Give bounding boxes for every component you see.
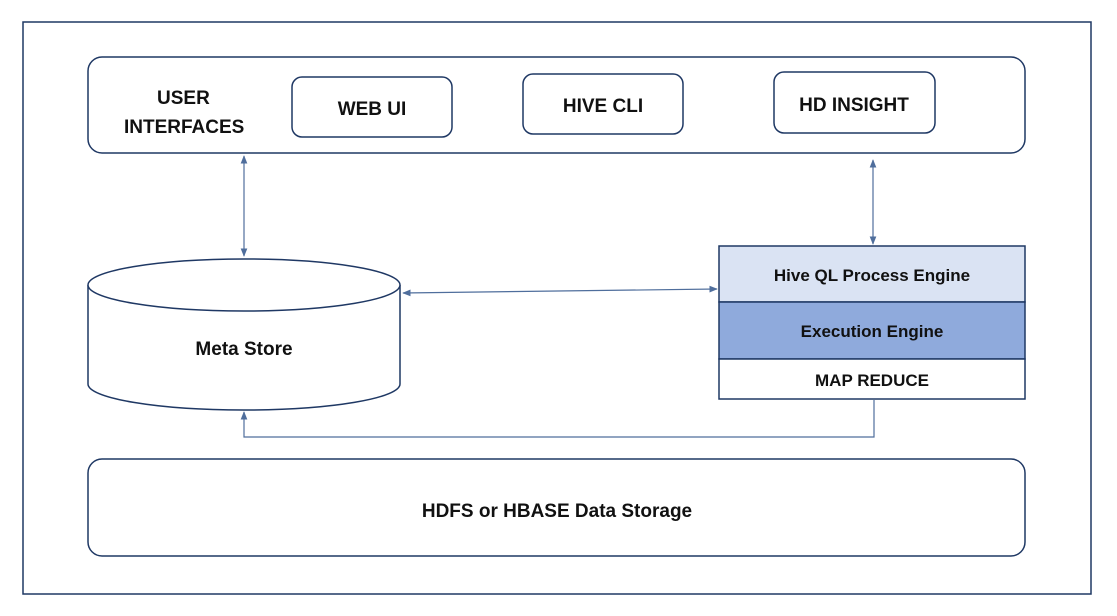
- hive-cli-label: HIVE CLI: [563, 96, 643, 117]
- hd-insight-label: HD INSIGHT: [799, 95, 909, 116]
- execution-engine-layer: [718, 301, 1026, 360]
- execution-engine-label: Execution Engine: [801, 322, 944, 341]
- hd-insight-box: [773, 71, 936, 134]
- mapreduce-metastore-connector: [240, 400, 875, 438]
- meta-store-label: Meta Store: [195, 339, 292, 360]
- user-interfaces-title-line1: USER: [157, 88, 210, 109]
- map-reduce-label: MAP REDUCE: [815, 371, 929, 390]
- hive-ql-process-engine-label: Hive QL Process Engine: [774, 266, 970, 285]
- web-ui-label: WEB UI: [338, 99, 407, 120]
- hive-ql-process-engine-layer: [718, 245, 1026, 303]
- web-ui-box: [291, 76, 453, 138]
- data-storage-label: HDFS or HBASE Data Storage: [422, 501, 692, 522]
- metastore-engine-connector: [402, 285, 718, 297]
- user-interfaces-title-line2: INTERFACES: [124, 117, 244, 138]
- hive-cli-box: [522, 73, 684, 135]
- meta-store-cylinder: [87, 258, 401, 411]
- data-storage-panel: [87, 458, 1026, 557]
- map-reduce-layer: [718, 358, 1026, 400]
